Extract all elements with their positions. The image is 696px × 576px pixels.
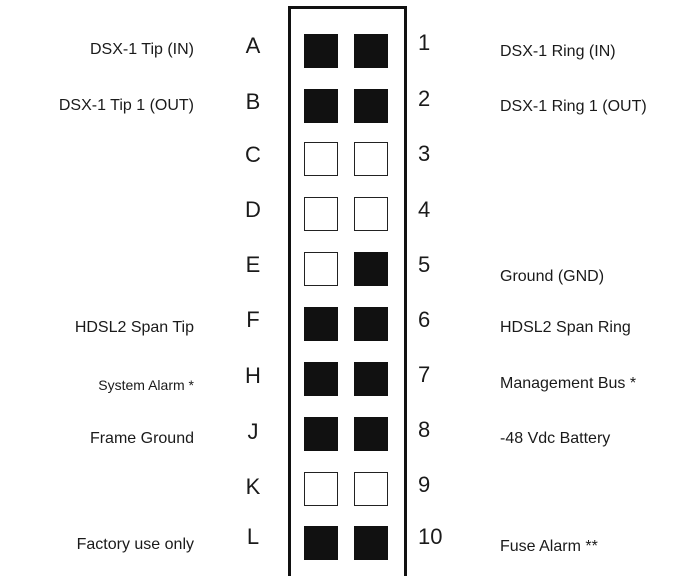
right-label-1: DSX-1 Ring (IN) (500, 43, 616, 60)
pad-e-right (354, 252, 388, 286)
pin-letter-k: K (245, 474, 261, 499)
pin-row-a: DSX-1 Tip (IN) A 1 DSX-1 Ring (IN) (0, 18, 696, 76)
pad-b-left (304, 89, 338, 123)
pad-a-right (354, 34, 388, 68)
pin-row-f: HDSL2 Span Tip F 6 HDSL2 Span Ring (0, 307, 696, 366)
right-label-6: HDSL2 Span Ring (500, 319, 631, 336)
pin-number-9: 9 (418, 472, 431, 497)
pad-c-left (304, 142, 338, 176)
right-label-5: Ground (GND) (500, 268, 605, 285)
pad-h-left (304, 362, 338, 396)
pin-letter-a: A (245, 33, 261, 58)
pin-row-h: System Alarm * H 7 Management Bus * (0, 362, 696, 424)
pin-number-3: 3 (418, 141, 431, 166)
pad-a-left (304, 34, 338, 68)
pad-j-left (304, 417, 338, 451)
pin-letter-c: C (245, 142, 261, 167)
pin-letter-f: F (246, 307, 260, 332)
pin-number-5: 5 (418, 252, 431, 277)
pad-d-right (354, 197, 388, 231)
pin-number-4: 4 (418, 197, 431, 222)
connector-body (288, 6, 407, 576)
pin-number-8: 8 (418, 417, 431, 442)
pin-number-1: 1 (418, 30, 431, 55)
left-label-h: System Alarm * (98, 377, 194, 393)
pin-number-7: 7 (418, 362, 431, 387)
pin-letter-h: H (245, 363, 261, 388)
pin-row-k: K 9 (0, 472, 696, 540)
pin-row-c: C 3 (0, 134, 696, 192)
right-label-7: Management Bus * (500, 375, 637, 392)
pin-row-j: Frame Ground J 8 -48 Vdc Battery (0, 417, 696, 482)
pad-b-right (354, 89, 388, 123)
pad-h-right (354, 362, 388, 396)
pin-letter-j: J (247, 419, 259, 444)
pad-l-right (354, 526, 388, 560)
pad-c-right (354, 142, 388, 176)
pad-k-left (304, 472, 338, 506)
left-label-f: HDSL2 Span Tip (74, 319, 194, 336)
pin-number-6: 6 (418, 307, 431, 332)
pad-d-left (304, 197, 338, 231)
right-label-2: DSX-1 Ring 1 (OUT) (500, 98, 647, 115)
pin-number-2: 2 (418, 86, 431, 111)
pad-e-left (304, 252, 338, 286)
pin-letter-b: B (245, 89, 261, 114)
pin-number-10: 10 (418, 524, 443, 549)
pin-row-e: E 5 Ground (GND) (0, 250, 696, 308)
pin-row-l: Factory use only L 10 Fuse Alarm ** (0, 509, 696, 567)
pin-letter-d: D (245, 197, 261, 222)
pin-letter-e: E (245, 252, 261, 277)
pad-j-right (354, 417, 388, 451)
right-label-8: -48 Vdc Battery (500, 430, 611, 447)
left-label-b: DSX-1 Tip 1 (OUT) (58, 97, 194, 114)
pad-k-right (354, 472, 388, 506)
pin-row-b: DSX-1 Tip 1 (OUT) B 2 DSX-1 Ring 1 (OUT) (0, 76, 696, 134)
left-label-a: DSX-1 Tip (IN) (89, 41, 194, 58)
pad-f-left (304, 307, 338, 341)
pin-row-d: D 4 (0, 192, 696, 250)
pad-l-left (304, 526, 338, 560)
left-label-j: Frame Ground (89, 430, 194, 447)
pad-f-right (354, 307, 388, 341)
left-label-l: Factory use only (76, 536, 194, 553)
pin-letter-l: L (246, 524, 260, 549)
right-label-10: Fuse Alarm ** (500, 538, 598, 555)
